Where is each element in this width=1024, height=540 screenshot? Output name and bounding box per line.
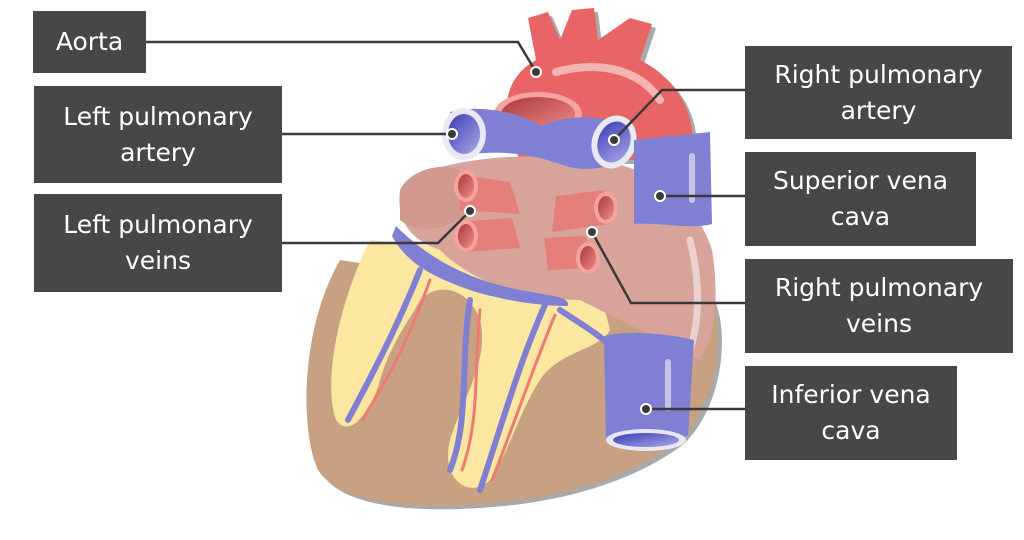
label-superior-vena-cava: Superior vena cava [745,152,976,246]
left-pulmonary-veins-shape [454,170,520,252]
leader-left-pulmonary-veins [282,210,471,245]
leader-lines [146,40,745,411]
heart-illustration [306,8,722,510]
label-aorta: Aorta [33,11,146,73]
label-right-pulmonary-artery: Right pulmonary artery [745,46,1012,139]
label-left-pulmonary-artery-text: Left pulmonary artery [63,101,253,167]
label-right-pulmonary-veins-text: Right pulmonary veins [774,273,984,338]
leader-aorta [146,40,538,73]
coronary-sinus [392,226,569,306]
label-left-pulmonary-artery: Left pulmonary artery [34,86,282,183]
leader-right-pulmonary-veins [590,231,745,305]
label-inferior-vena-cava-text: Inferior vena cava [771,380,931,445]
right-pulmonary-veins-shape [544,190,618,274]
superior-vena-cava-shape [634,132,712,227]
label-left-pulmonary-veins: Left pulmonary veins [34,194,282,292]
leader-right-pulmonary-artery [613,88,745,141]
label-inferior-vena-cava: Inferior vena cava [745,366,957,460]
label-right-pulmonary-veins: Right pulmonary veins [745,259,1013,353]
label-aorta-text: Aorta [55,27,124,56]
inferior-vena-cava-shape [604,333,694,442]
label-superior-vena-cava-text: Superior vena cava [772,166,949,231]
pulmonary-arteries [450,108,630,169]
label-left-pulmonary-veins-text: Left pulmonary veins [63,210,253,275]
leader-dots [446,66,666,415]
label-right-pulmonary-artery-text: Right pulmonary artery [774,59,983,125]
